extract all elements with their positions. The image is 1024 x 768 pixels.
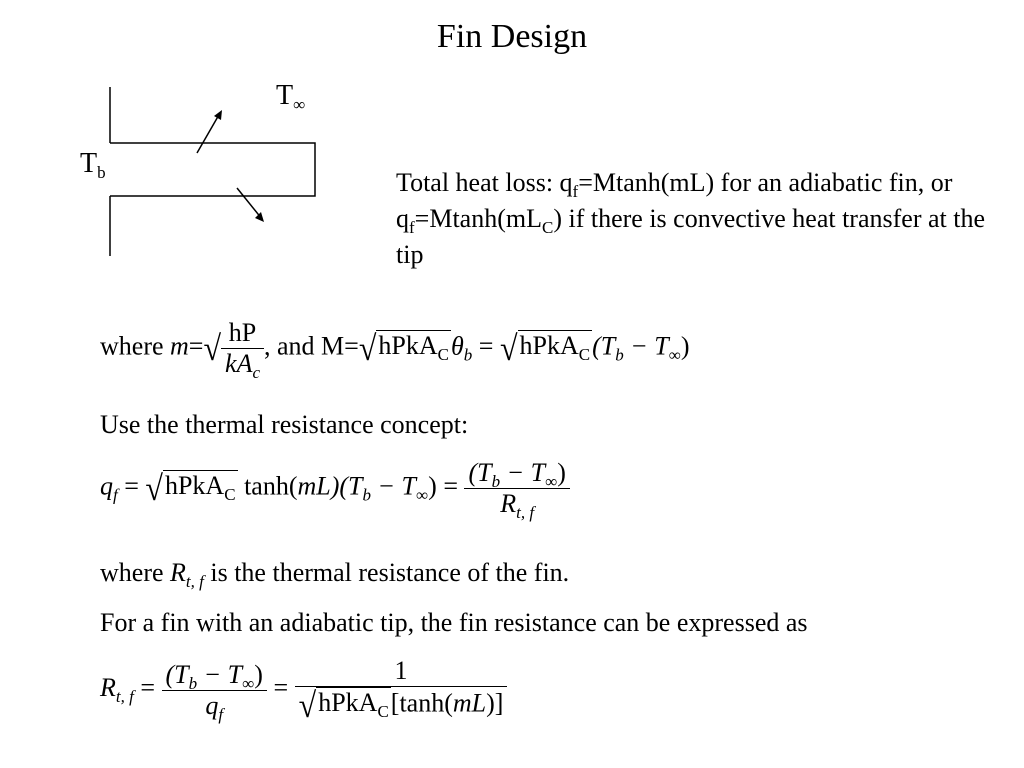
resistance-definition-line: where Rt, f is the thermal resistance of… [100, 558, 570, 591]
equation-rtf: Rt, f = (Tb − T∞)qf = 1√hPkAC[tanh(mL)] [100, 656, 508, 725]
t-infinity-label: T∞ [276, 80, 306, 114]
t-base-label: Tb [80, 148, 106, 182]
fin-outline [110, 142, 316, 197]
heat-arrow-lower [236, 187, 263, 220]
adiabatic-tip-line: For a fin with an adiabatic tip, the fin… [100, 608, 808, 637]
resistance-concept-line: Use the thermal resistance concept: [100, 410, 469, 439]
arrowhead-upper-icon [214, 110, 222, 120]
equation-qf: qf = √hPkAC tanh(mL)(Tb − T∞) = (Tb − T∞… [100, 458, 570, 521]
heat-arrow-upper [196, 112, 221, 154]
heat-loss-description: Total heat loss: qf=Mtanh(mL) for an adi… [396, 168, 986, 269]
arrowhead-lower-icon [255, 212, 264, 222]
page-title: Fin Design [436, 18, 588, 55]
